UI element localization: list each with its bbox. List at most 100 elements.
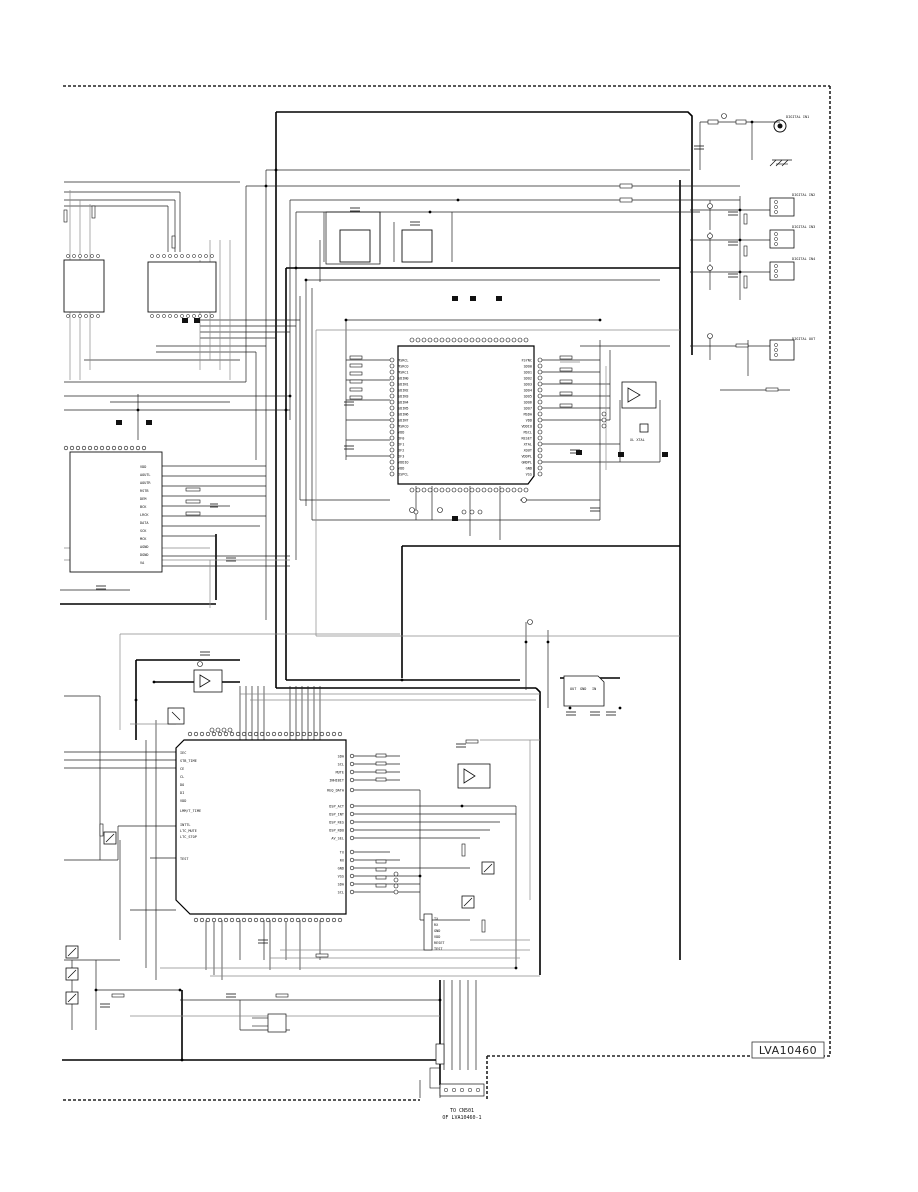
mcu-pin-label: REQ_DATA <box>327 789 345 793</box>
dsp-pin-label: MSRCO <box>398 365 409 369</box>
digital-in-4-label: DIGITAL IN4 <box>792 257 815 261</box>
regulator-pin-in: IN <box>592 687 596 691</box>
dsp-top-pins <box>409 337 529 343</box>
transistor-2 <box>481 861 495 875</box>
board-connector: TO CN501 OF LVA10460-1 <box>429 1043 485 1121</box>
eeprom-ic-2 <box>401 229 433 263</box>
decoder-pin-label: DEM <box>140 497 146 501</box>
uart-pin-label: TEST <box>434 947 443 951</box>
dsp-pin-label: XTAL <box>524 443 532 447</box>
mcu-pin-label: CE <box>180 767 184 771</box>
dsp-pin-label: SDIN4 <box>398 401 409 405</box>
decoder-ic: VDD AOUTL AOUTR RSTB DEM BCK LRCK DATA S… <box>63 445 163 573</box>
transistor-3 <box>461 895 475 909</box>
switch-block <box>252 1013 287 1033</box>
digital-in-4-module: DIGITAL IN4 <box>769 257 815 281</box>
op-amp-2 <box>193 669 223 693</box>
mcu-pin-label: DI <box>180 791 184 795</box>
dsp-pin-label: SDO7 <box>524 407 532 411</box>
test-points <box>197 113 727 667</box>
dsp-pin-label: SDO6 <box>524 401 532 405</box>
mcu-pin-label: DSP_INT <box>329 813 345 817</box>
mcu-pin-label: DO <box>180 783 184 787</box>
dsp-pin-label: VDD <box>526 419 532 423</box>
decoder-pin-label: BCK <box>140 505 147 509</box>
dsp-pin-label: DF0 <box>398 437 404 441</box>
regulator-pin-out: OUT <box>570 687 577 691</box>
crystal-oscillator: XL XTAL <box>630 423 649 442</box>
dsp-pin-label: SDO4 <box>524 389 532 393</box>
mcu-bottom-pins <box>193 917 343 923</box>
resistors <box>63 119 779 998</box>
mcu-pin-label: STB_TIME <box>180 759 197 763</box>
transistor-5 <box>65 945 79 959</box>
transistor-6 <box>65 967 79 981</box>
eeprom-ic-1 <box>325 211 381 265</box>
dsp-pin-label: SDO1 <box>524 371 532 375</box>
dsp-pin-label: SDIN5 <box>398 407 409 411</box>
mcu-pin-label: LMM/T_TIME <box>180 809 201 813</box>
connector-board-label: OF LVA10460-1 <box>442 1115 481 1121</box>
dsp-pin-label: MSRC1 <box>398 371 409 375</box>
dsp-pin-label: DF3 <box>398 455 404 459</box>
dsp-pin-label: SDIN6 <box>398 413 409 417</box>
dsp-pin-label: SDO0 <box>524 365 532 369</box>
dsp-pin-label: VDD <box>398 431 404 435</box>
decoder-pin-label: DATA <box>140 521 149 525</box>
dsp-pin-label: DF1 <box>398 443 404 447</box>
dsp-pin-label: VDD <box>398 467 404 471</box>
mcu-ic: IEC STB_TIME CE CL DO DI VDD LMM/T_TIME … <box>175 731 355 923</box>
mcu-pin-label: IEC <box>180 751 186 755</box>
mcu-pin-label: SDA <box>338 883 345 887</box>
uart-pin-label: RX <box>434 923 439 927</box>
dsp-pin-label: SDIN1 <box>398 383 409 387</box>
decoder-pin-label: AOUTR <box>140 481 151 485</box>
crystal-label: XL XTAL <box>630 438 645 442</box>
mcu-pin-label: GND <box>338 867 344 871</box>
signal-wiring <box>60 121 790 1098</box>
decoder-pin-label: AGND <box>140 545 148 549</box>
dsp-left-pin-circles <box>389 357 395 477</box>
dsp-pin-label: DSPCL <box>398 473 409 477</box>
uart-interface: TX RX GND VDD RESET TEST <box>423 913 445 951</box>
dsp-pin-label: FSYNC <box>521 359 532 363</box>
dsp-pin-label: VDDIO <box>521 425 532 429</box>
mcu-right-pin-circles <box>349 753 355 895</box>
mcu-pin-label: INTTL <box>180 823 191 827</box>
dsp-pin-label: SDO3 <box>524 383 532 387</box>
decoder-pin-label: AOUTL <box>140 473 151 477</box>
part-number-stamp: LVA10460 <box>751 1041 825 1059</box>
uart-pin-label: TX <box>434 917 439 921</box>
transistor-7 <box>65 991 79 1005</box>
op-amp-3 <box>457 763 491 789</box>
mcu-pin-label: SCL <box>338 891 344 895</box>
dsp-pin-label: SDIN0 <box>398 377 409 381</box>
mcu-pin-label: TX <box>340 851 345 855</box>
op-amp-1 <box>621 381 657 409</box>
uart-pin-label: VDD <box>434 935 440 939</box>
ground-symbol <box>769 159 789 167</box>
digital-in-1-label: DIGITAL IN1 <box>786 115 809 119</box>
regulator-pin-gnd: GND <box>580 687 586 691</box>
connector-to-label: TO CN501 <box>450 1108 474 1114</box>
dsp-pin-label: MSRCL <box>398 359 409 363</box>
dsp-pin-label: RESET <box>521 437 532 441</box>
decoder-pin-label: LRCK <box>140 513 149 517</box>
mcu-pin-label: INHIBIT <box>329 779 345 783</box>
mcu-top-pins <box>187 731 343 737</box>
digital-in-3-label: DIGITAL IN3 <box>792 225 815 229</box>
mcu-pin-label: LTC_STOP <box>180 835 197 839</box>
dsp-ic: MSRCL MSRCO MSRC1 SDIN0 SDIN1 SDIN2 SDIN… <box>389 337 543 493</box>
voltage-regulator: OUT GND IN <box>563 675 605 707</box>
dsp-pin-label: SDIN2 <box>398 389 409 393</box>
transistor-4 <box>103 831 117 845</box>
decoder-pin-label: MCK <box>140 537 147 541</box>
logic-ic-1 <box>63 254 105 318</box>
dsp-pin-label: DF2 <box>398 449 404 453</box>
decoder-pin-label: VA <box>140 561 145 565</box>
mcu-pin-label: DSP_ACT <box>329 805 345 809</box>
dsp-pin-label: MSCL <box>524 431 532 435</box>
decoder-pin-label: SCK <box>140 529 147 533</box>
